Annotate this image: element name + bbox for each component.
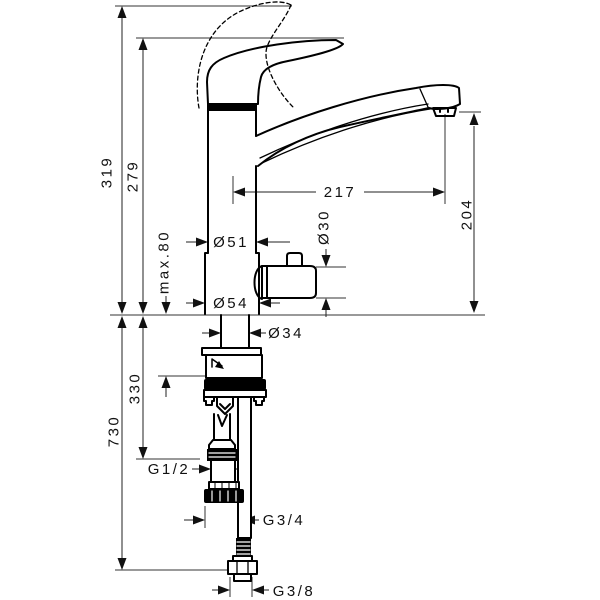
flange-plate xyxy=(201,347,262,356)
upper-ringed-nut xyxy=(207,449,237,461)
shutoff-valve-knob xyxy=(286,252,303,267)
shank xyxy=(220,314,250,349)
faucet-body xyxy=(204,39,461,315)
supply-thread-pipe xyxy=(210,460,236,483)
dimension-labels: 319 279 max.80 330 730 204 Ø30 217 Ø51 Ø… xyxy=(99,156,476,600)
dim-shank-diameter: Ø34 xyxy=(268,325,304,342)
left-bolt xyxy=(203,396,215,406)
dim-spout-outlet-height: 204 xyxy=(459,198,476,231)
connector-flare xyxy=(208,439,236,450)
clip-arrowhead xyxy=(215,361,224,369)
body-column xyxy=(207,110,257,254)
shutoff-valve-body xyxy=(261,265,317,299)
hose-end-rings xyxy=(236,538,251,556)
dim-body-diameter: Ø51 xyxy=(213,234,249,251)
dim-total-height: 319 xyxy=(99,156,116,189)
dim-appliance-thread: G3/4 xyxy=(263,512,306,529)
dim-hose-length: 730 xyxy=(106,415,123,448)
dimension-lines xyxy=(121,18,475,591)
dimension-arrowheads xyxy=(117,6,479,595)
mounting-bracket xyxy=(203,389,267,398)
dim-supply-thread: G1/2 xyxy=(148,461,191,478)
mounting-body xyxy=(205,354,263,379)
hose-nut-hex xyxy=(227,560,258,575)
seal-band xyxy=(204,379,266,390)
hose-nut-stub xyxy=(233,573,252,582)
supply-hose xyxy=(237,387,252,539)
shutoff-valve-collar xyxy=(253,265,263,300)
dim-spout-reach: 217 xyxy=(324,184,357,201)
body-base xyxy=(204,252,260,315)
undercounter-assembly xyxy=(201,314,267,582)
spout-highlight xyxy=(259,103,431,164)
dim-lever-height: 279 xyxy=(125,160,142,193)
dim-hose-thread: G3/8 xyxy=(273,583,316,600)
lever-raised-dashed xyxy=(196,1,294,109)
lever-handle xyxy=(206,39,344,105)
dim-shutoff-valve-diameter: Ø30 xyxy=(316,209,333,245)
lower-nut-rim xyxy=(208,481,240,490)
notched-pipe xyxy=(213,413,231,441)
dim-supply-pipe-length: 330 xyxy=(127,372,144,405)
spout-head-facet xyxy=(419,88,429,108)
extension-lines xyxy=(110,5,485,597)
dim-base-diameter: Ø54 xyxy=(213,295,249,312)
aerator xyxy=(432,107,457,117)
dim-max-counter-thickness: max.80 xyxy=(156,230,173,294)
cartridge-cap xyxy=(207,104,257,111)
right-bolt xyxy=(253,396,265,406)
lower-knurled-nut xyxy=(204,489,244,503)
guide-tube xyxy=(216,396,234,415)
